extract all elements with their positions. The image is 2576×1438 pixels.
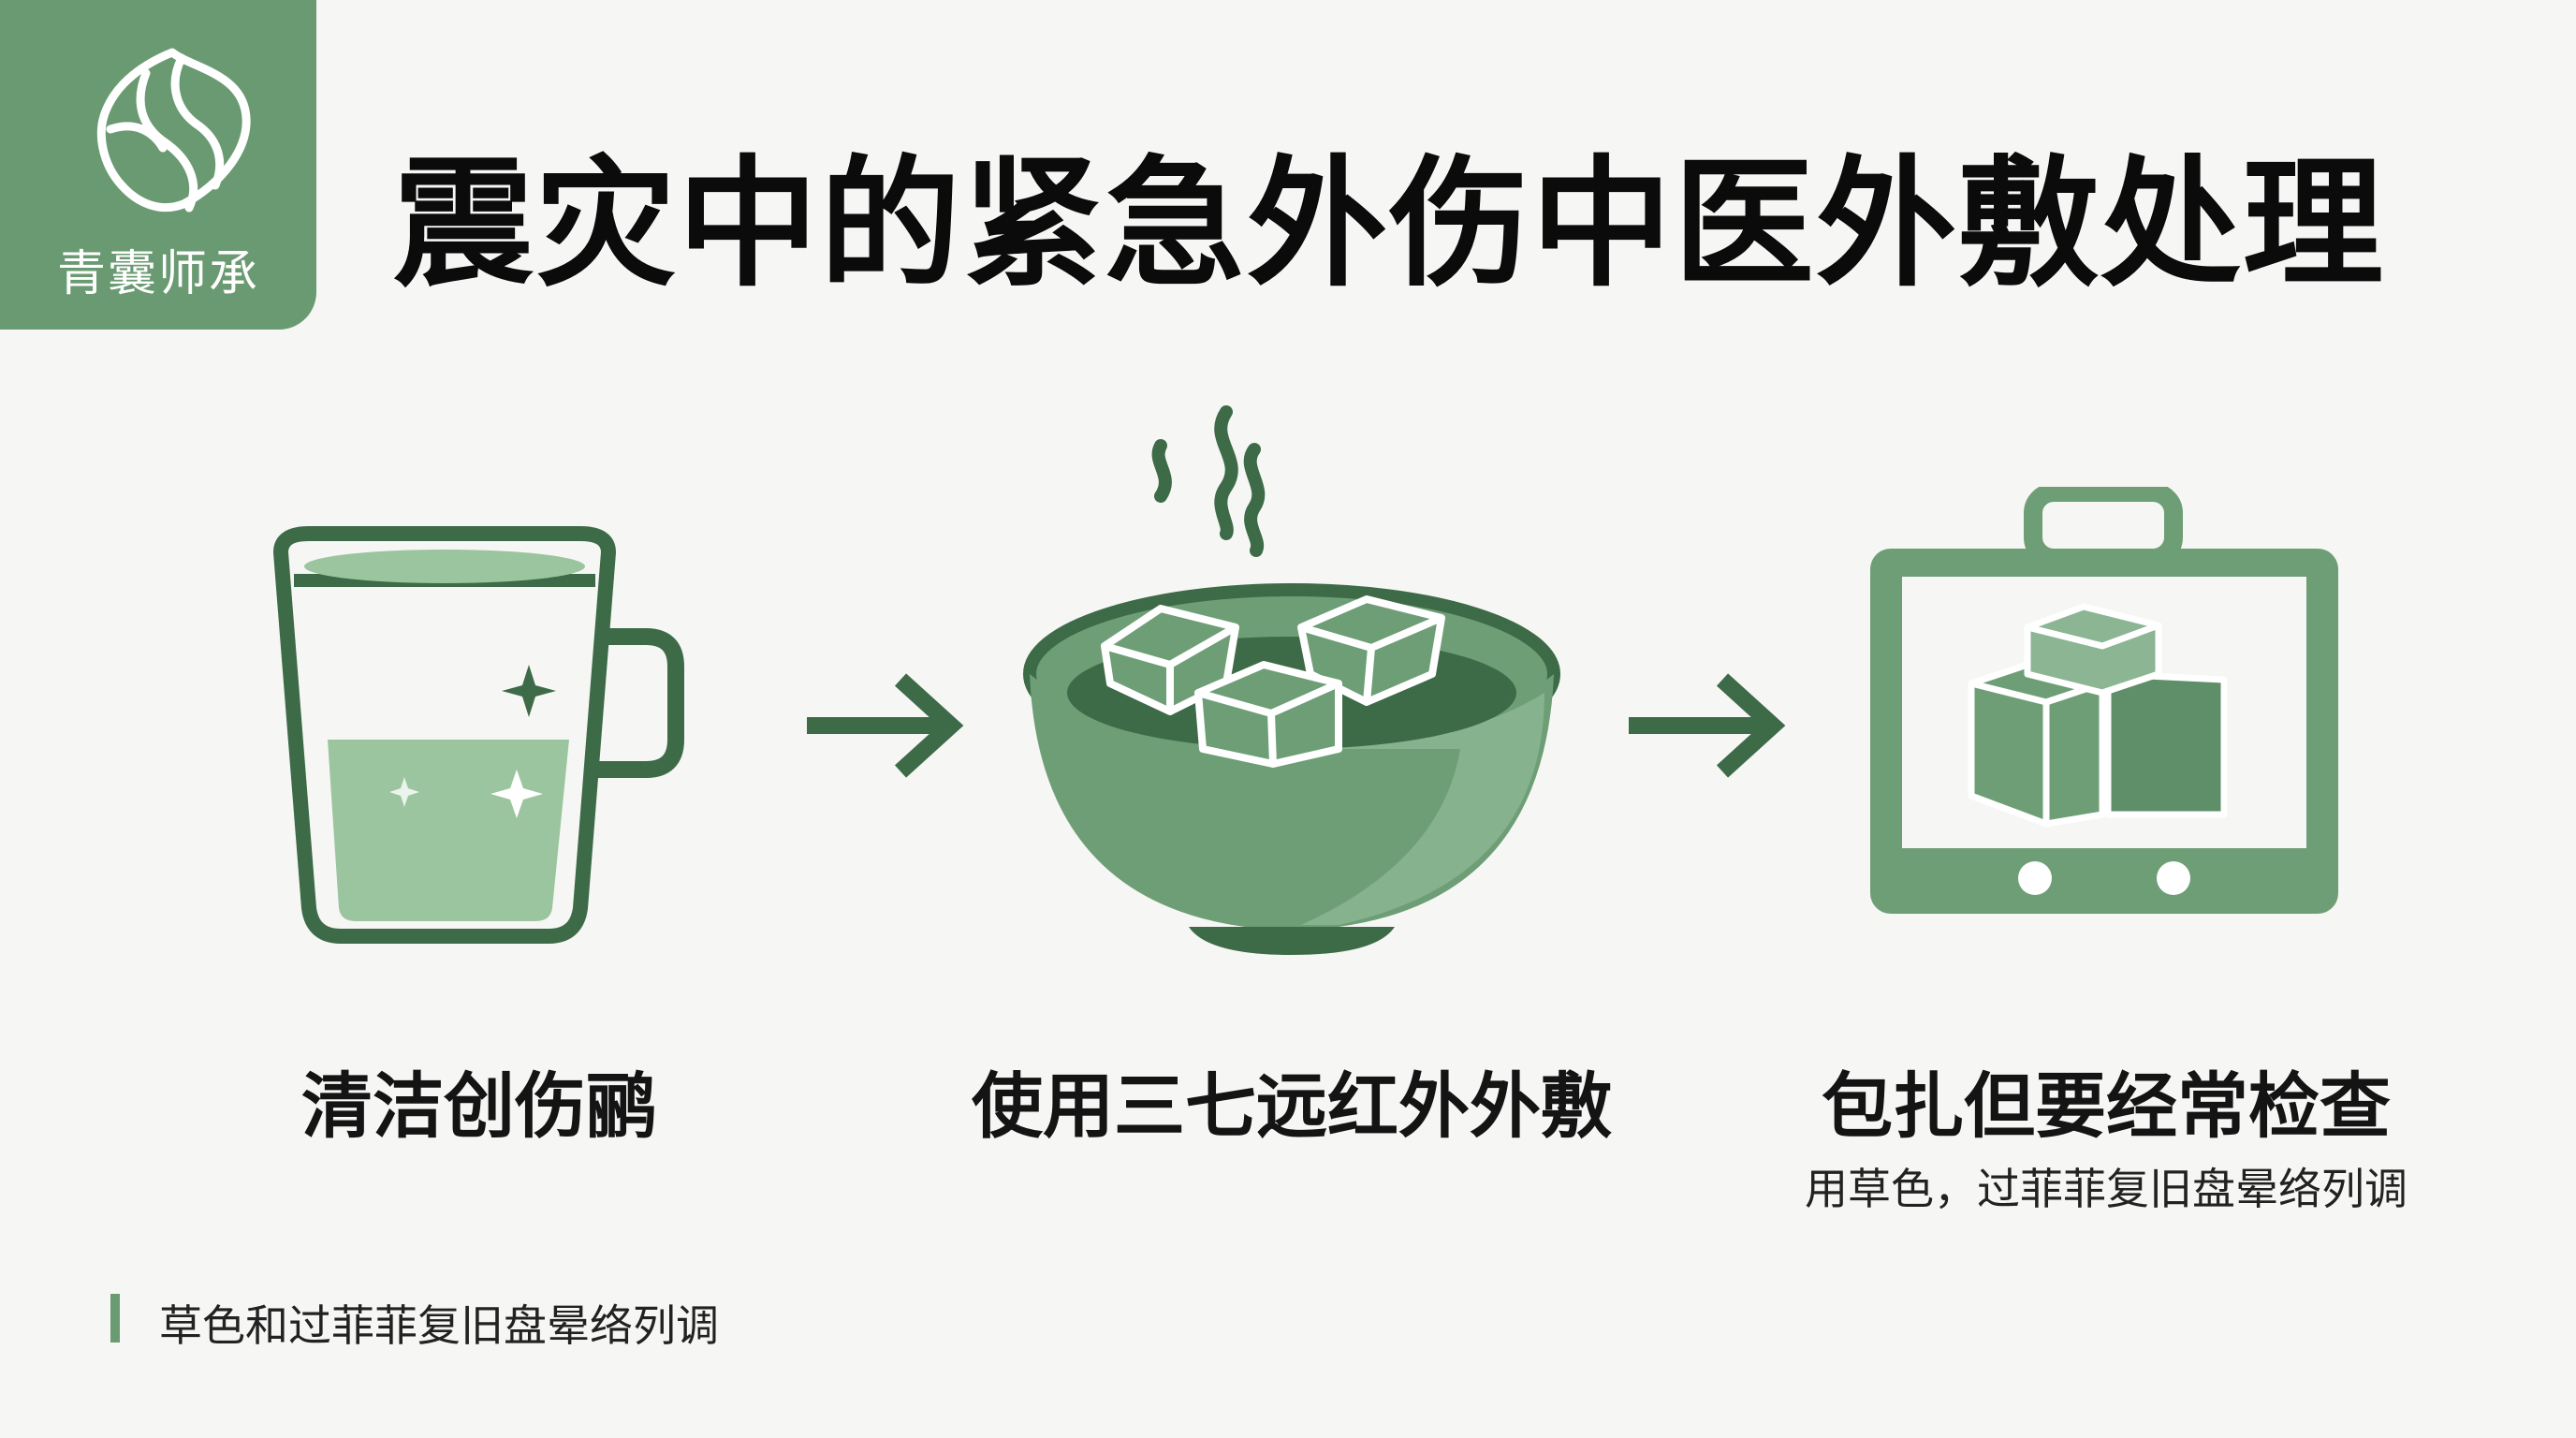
page-title: 震灾中的紧急外伤中医外敷处理 <box>393 143 2386 306</box>
arrow-right-icon <box>807 673 964 778</box>
medical-kit-icon <box>1870 487 2338 914</box>
brand-logo: 青囊师承 <box>0 0 316 330</box>
step-3-label: 包扎但要经常检查 <box>1822 1064 2391 1148</box>
step-1-label: 清洁创伤鹂 <box>301 1064 657 1148</box>
footnote: 草色和过菲菲复旧盘晕络列调 <box>159 1300 719 1351</box>
arrow-right-icon <box>1629 673 1786 778</box>
step-3-sub: 用草色，过菲菲复旧盘晕络列调 <box>1805 1164 2408 1214</box>
cup-icon <box>272 526 684 944</box>
steaming-bowl-icon <box>1023 405 1560 955</box>
step-2-label: 使用三七远红外外敷 <box>972 1064 1612 1148</box>
footnote-marker <box>110 1294 120 1343</box>
brand-name: 青囊师承 <box>56 246 259 302</box>
leaf-logo-icon <box>96 48 251 213</box>
